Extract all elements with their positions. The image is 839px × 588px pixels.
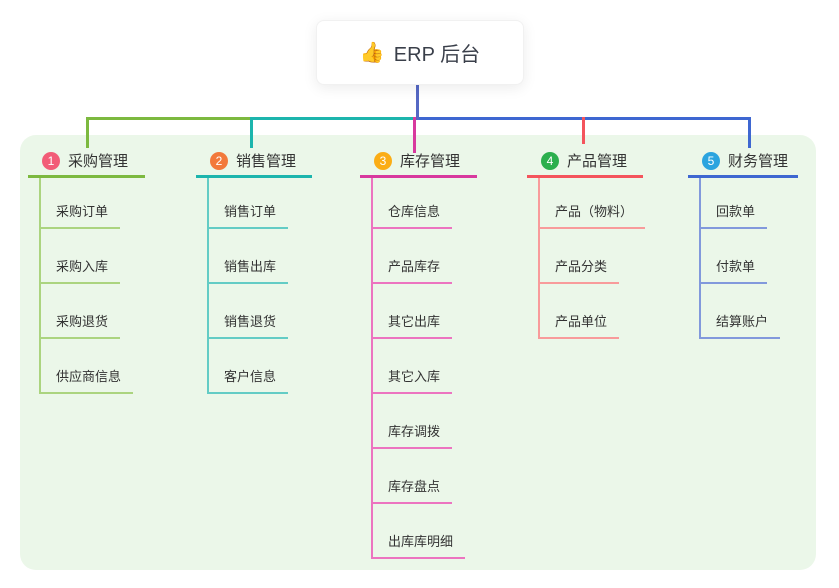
branch-column-purchase: 1 采购管理 采购订单 采购入库 采购退货 供应商信息: [28, 146, 145, 394]
branch-node-purchase[interactable]: 1 采购管理: [28, 146, 145, 178]
node-label: 仓库信息: [373, 201, 453, 229]
node-label: 产品分类: [540, 256, 620, 284]
branch-2-badge: 2: [210, 151, 228, 170]
node-label: 供应商信息: [41, 366, 134, 394]
node-label: 销售订单: [209, 201, 289, 229]
branch-4-label: 产品管理: [567, 153, 628, 170]
node-label: 采购入库: [41, 256, 121, 284]
node-label: 产品单位: [540, 311, 620, 339]
branch-3-badge: 3: [374, 151, 392, 170]
root-node[interactable]: 👍 ERP 后台: [316, 20, 524, 85]
tree-node[interactable]: 采购退货: [41, 284, 145, 339]
branch-2-label: 销售管理: [236, 153, 297, 170]
node-label: 采购订单: [41, 201, 121, 229]
connector-branch-2-v: [250, 117, 253, 148]
tree-node[interactable]: 供应商信息: [41, 339, 145, 394]
branch-5-badge: 5: [702, 151, 720, 170]
branch-4-badge: 4: [541, 151, 559, 170]
branch-1-children: 采购订单 采购入库 采购退货 供应商信息: [39, 178, 145, 394]
node-label: 销售出库: [209, 256, 289, 284]
tree-node[interactable]: 产品单位: [540, 284, 643, 339]
tree-node[interactable]: 采购入库: [41, 229, 145, 284]
tree-node[interactable]: 库存调拨: [373, 394, 477, 449]
connector-branch-1-v: [86, 117, 89, 148]
node-label: 采购退货: [41, 311, 121, 339]
tree-node[interactable]: 采购订单: [41, 178, 145, 229]
tree-node[interactable]: 其它出库: [373, 284, 477, 339]
branch-node-finance[interactable]: 5 财务管理: [688, 146, 798, 178]
tree-node[interactable]: 产品分类: [540, 229, 643, 284]
branch-column-sales: 2 销售管理 销售订单 销售出库 销售退货 客户信息: [196, 146, 312, 394]
thumbs-up-icon: 👍: [359, 41, 385, 64]
branch-1-badge: 1: [42, 151, 60, 170]
content-panel: [20, 135, 816, 570]
connector-branch-2-h: [250, 117, 417, 120]
branch-column-finance: 5 财务管理 回款单 付款单 结算账户: [688, 146, 798, 339]
tree-node[interactable]: 库存盘点: [373, 449, 477, 504]
tree-node[interactable]: 结算账户: [701, 284, 798, 339]
tree-node[interactable]: 产品库存: [373, 229, 477, 284]
branch-3-children: 仓库信息 产品库存 其它出库 其它入库 库存调拨 库存盘点 出库库明细: [371, 178, 477, 559]
branch-5-label: 财务管理: [728, 153, 789, 170]
tree-node[interactable]: 出库库明细: [373, 504, 477, 559]
node-label: 付款单: [701, 256, 768, 284]
branch-2-children: 销售订单 销售出库 销售退货 客户信息: [207, 178, 312, 394]
tree-node[interactable]: 付款单: [701, 229, 798, 284]
connector-branch-3-v: [413, 117, 416, 153]
branch-node-product[interactable]: 4 产品管理: [527, 146, 643, 178]
connector-root-trunk: [416, 84, 419, 120]
node-label: 回款单: [701, 201, 768, 229]
tree-node[interactable]: 仓库信息: [373, 178, 477, 229]
tree-node[interactable]: 销售退货: [209, 284, 312, 339]
node-label: 库存盘点: [373, 476, 453, 504]
node-label: 客户信息: [209, 366, 289, 394]
tree-node[interactable]: 客户信息: [209, 339, 312, 394]
node-label: 库存调拨: [373, 421, 453, 449]
node-label: 销售退货: [209, 311, 289, 339]
branch-node-sales[interactable]: 2 销售管理: [196, 146, 312, 178]
connector-branch-5-v: [748, 117, 751, 148]
branch-column-product: 4 产品管理 产品（物料） 产品分类 产品单位: [527, 146, 646, 339]
tree-node[interactable]: 回款单: [701, 178, 798, 229]
tree-node[interactable]: 销售出库: [209, 229, 312, 284]
branch-3-label: 库存管理: [400, 153, 461, 170]
node-label: 产品（物料）: [540, 201, 646, 229]
node-label: 结算账户: [701, 311, 781, 339]
node-label: 出库库明细: [373, 531, 466, 559]
node-label: 其它出库: [373, 311, 453, 339]
root-label: ERP 后台: [393, 44, 481, 66]
node-label: 其它入库: [373, 366, 453, 394]
branch-1-label: 采购管理: [68, 153, 129, 170]
branch-node-inventory[interactable]: 3 库存管理: [360, 146, 477, 178]
tree-node[interactable]: 其它入库: [373, 339, 477, 394]
tree-node[interactable]: 销售订单: [209, 178, 312, 229]
node-label: 产品库存: [373, 256, 453, 284]
connector-branch-4-v: [582, 117, 585, 144]
branch-4-children: 产品（物料） 产品分类 产品单位: [538, 178, 646, 339]
branch-5-children: 回款单 付款单 结算账户: [699, 178, 798, 339]
tree-node[interactable]: 产品（物料）: [540, 178, 646, 229]
branch-column-inventory: 3 库存管理 仓库信息 产品库存 其它出库 其它入库 库存调拨 库存盘点 出库库…: [360, 146, 477, 559]
